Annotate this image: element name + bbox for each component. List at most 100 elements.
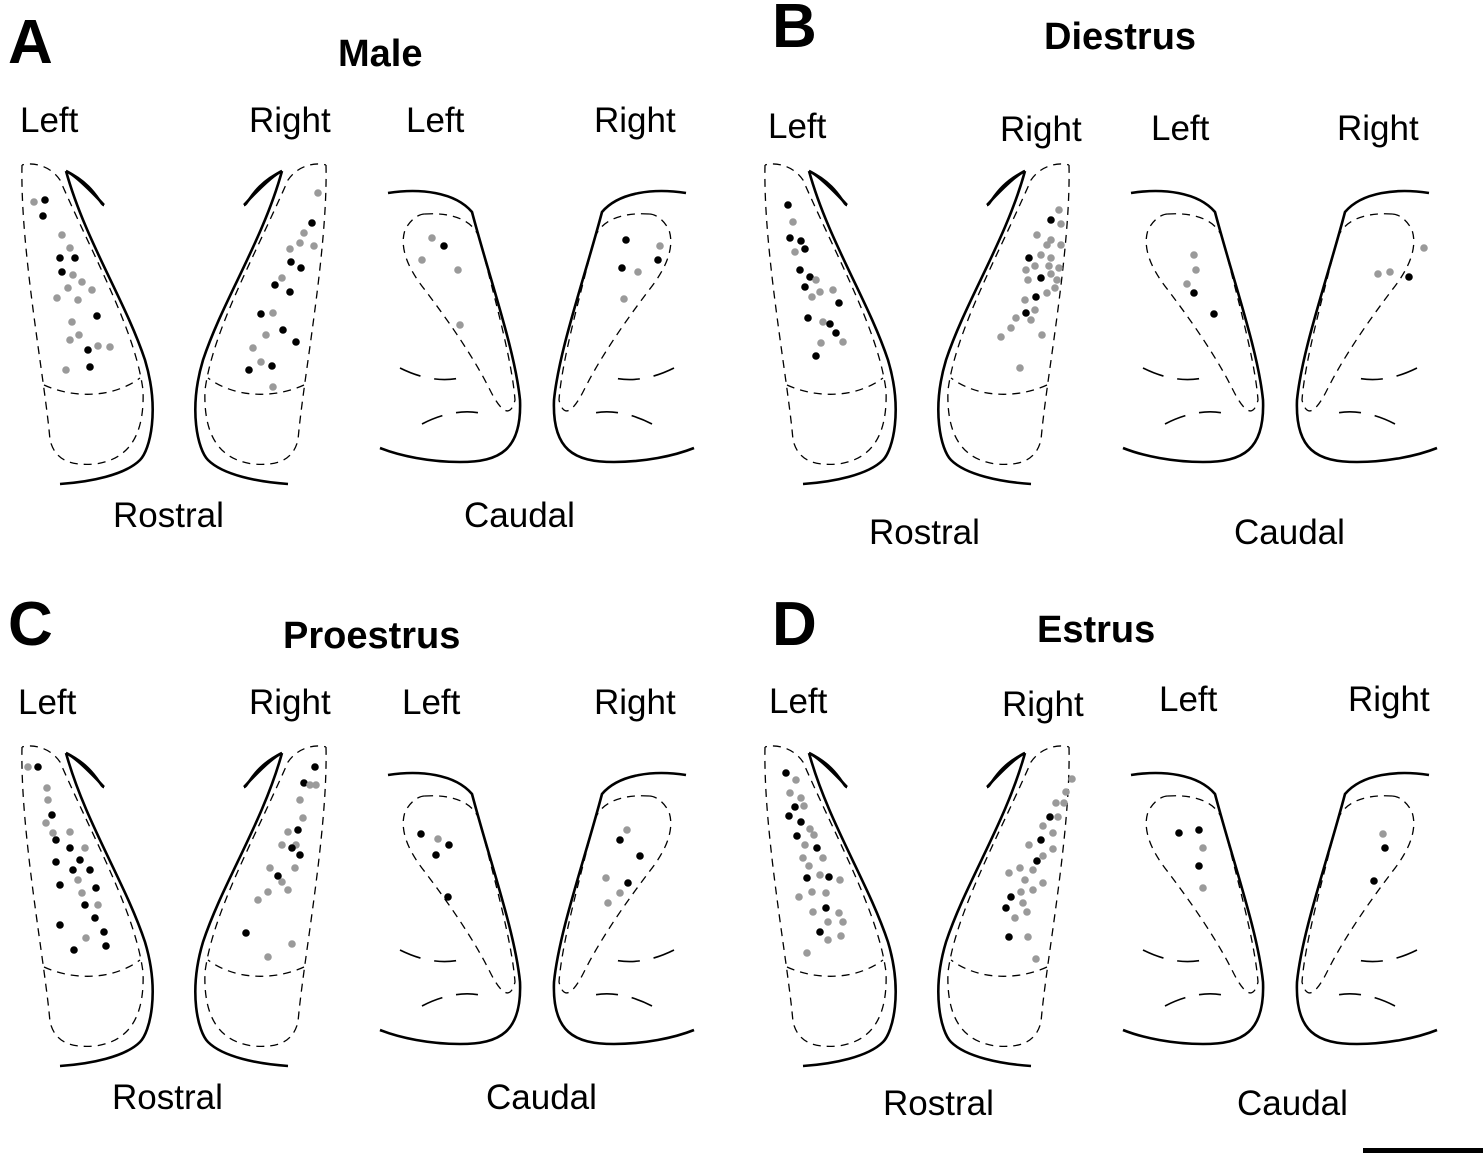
nucleus-boundary <box>1146 214 1258 411</box>
labeled-neuron-gray-dot <box>839 338 847 346</box>
labeled-neuron-gray-dot <box>836 876 844 884</box>
labeled-neuron-gray-dot <box>656 242 664 250</box>
labeled-neuron-gray-dot <box>808 293 816 301</box>
labeled-neuron-gray-dot <box>288 940 296 948</box>
labeled-neuron-gray-dot <box>1038 331 1046 339</box>
labeled-neuron-gray-dot <box>1021 296 1029 304</box>
caudal-left-label: Left <box>1151 111 1209 147</box>
scale-bar <box>1363 1148 1483 1153</box>
labeled-neuron-black-dot <box>432 851 440 859</box>
labeled-neuron-black-dot <box>816 928 824 936</box>
labeled-neuron-gray-dot <box>1055 206 1063 214</box>
labeled-neuron-gray-dot <box>1043 289 1051 297</box>
labeled-neuron-gray-dot <box>817 339 825 347</box>
labeled-neuron-gray-dot <box>269 383 277 391</box>
labeled-neuron-gray-dot <box>1055 264 1063 272</box>
subregion-boundary <box>787 960 883 976</box>
labeled-neuron-gray-dot <box>1016 864 1024 872</box>
labeled-neuron-gray-dot <box>816 871 824 879</box>
labeled-neuron-gray-dot <box>1379 830 1387 838</box>
labeled-neuron-gray-dot <box>74 876 82 884</box>
subregion-boundary <box>422 994 490 1006</box>
labeled-neuron-black-dot <box>1025 254 1033 262</box>
labeled-neuron-gray-dot <box>1007 324 1015 332</box>
labeled-neuron-gray-dot <box>1043 241 1051 249</box>
rostral-right-label: Right <box>1000 112 1082 148</box>
labeled-neuron-black-dot <box>825 873 833 881</box>
section-outline <box>1123 191 1263 462</box>
labeled-neuron-black-dot <box>797 818 805 826</box>
labeled-neuron-gray-dot <box>296 796 304 804</box>
caudal-label: Caudal <box>464 498 575 534</box>
labeled-neuron-black-dot <box>271 281 279 289</box>
labeled-neuron-black-dot <box>440 242 448 250</box>
labeled-neuron-black-dot <box>86 363 94 371</box>
labeled-neuron-gray-dot <box>254 896 262 904</box>
labeled-neuron-gray-dot <box>278 878 286 886</box>
labeled-neuron-black-dot <box>1046 813 1054 821</box>
subregion-boundary <box>44 960 140 976</box>
section-outline <box>1297 191 1437 462</box>
labeled-neuron-black-dot <box>1405 273 1413 281</box>
labeled-neuron-gray-dot <box>286 245 294 253</box>
subregion-boundary <box>1327 994 1395 1006</box>
labeled-neuron-black-dot <box>1381 844 1389 852</box>
labeled-neuron-gray-dot <box>278 841 286 849</box>
labeled-neuron-gray-dot <box>824 936 832 944</box>
labeled-neuron-gray-dot <box>1012 314 1020 322</box>
labeled-neuron-black-dot <box>1037 274 1045 282</box>
labeled-neuron-gray-dot <box>786 789 794 797</box>
labeled-neuron-gray-dot <box>1057 220 1065 228</box>
labeled-neuron-gray-dot <box>1024 933 1032 941</box>
labeled-neuron-gray-dot <box>1011 914 1019 922</box>
labeled-neuron-black-dot <box>832 329 840 337</box>
rostral-left-label: Left <box>768 109 826 145</box>
labeled-neuron-black-dot <box>311 763 319 771</box>
labeled-neuron-black-dot <box>835 299 843 307</box>
section-outline <box>803 753 896 1066</box>
labeled-neuron-black-dot <box>618 264 626 272</box>
labeled-neuron-black-dot <box>1005 933 1013 941</box>
labeled-neuron-black-dot <box>66 844 74 852</box>
labeled-neuron-black-dot <box>91 914 99 922</box>
labeled-neuron-gray-dot <box>1062 788 1070 796</box>
labeled-neuron-black-dot <box>1175 829 1183 837</box>
labeled-neuron-gray-dot <box>1199 844 1207 852</box>
labeled-neuron-gray-dot <box>1053 276 1061 284</box>
labeled-neuron-gray-dot <box>300 229 308 237</box>
subregion-boundary <box>951 960 1047 976</box>
labeled-neuron-black-dot <box>71 254 79 262</box>
section-outline <box>380 773 520 1044</box>
labeled-neuron-gray-dot <box>249 344 257 352</box>
labeled-neuron-gray-dot <box>1022 266 1030 274</box>
labeled-neuron-black-dot <box>308 219 316 227</box>
subregion-boundary <box>584 412 652 424</box>
labeled-neuron-gray-dot <box>839 918 847 926</box>
labeled-neuron-black-dot <box>812 352 820 360</box>
labeled-neuron-gray-dot <box>1039 852 1047 860</box>
labeled-neuron-black-dot <box>286 288 294 296</box>
panel-b: B Diestrus Left Right Left Right Rostral… <box>743 0 1483 580</box>
labeled-neuron-gray-dot <box>1032 955 1040 963</box>
labeled-neuron-gray-dot <box>88 286 96 294</box>
labeled-neuron-black-dot <box>826 320 834 328</box>
labeled-neuron-black-dot <box>102 942 110 950</box>
labeled-neuron-gray-dot <box>604 899 612 907</box>
subregion-boundary <box>422 412 490 424</box>
labeled-neuron-gray-dot <box>819 318 827 326</box>
labeled-neuron-gray-dot <box>1386 268 1394 276</box>
nucleus-boundary <box>205 746 326 1046</box>
labeled-neuron-black-dot <box>242 929 250 937</box>
labeled-neuron-gray-dot <box>284 828 292 836</box>
nucleus-boundary <box>1302 796 1414 993</box>
labeled-neuron-black-dot <box>444 893 452 901</box>
caudal-label: Caudal <box>486 1080 597 1116</box>
rostral-label: Rostral <box>113 498 224 534</box>
labeled-neuron-gray-dot <box>296 239 304 247</box>
labeled-neuron-black-dot <box>294 826 302 834</box>
labeled-neuron-gray-dot <box>829 286 837 294</box>
section-outline <box>195 171 288 484</box>
labeled-neuron-gray-dot <box>1045 262 1053 270</box>
labeled-neuron-black-dot <box>813 844 821 852</box>
caudal-right-label: Right <box>594 103 676 139</box>
